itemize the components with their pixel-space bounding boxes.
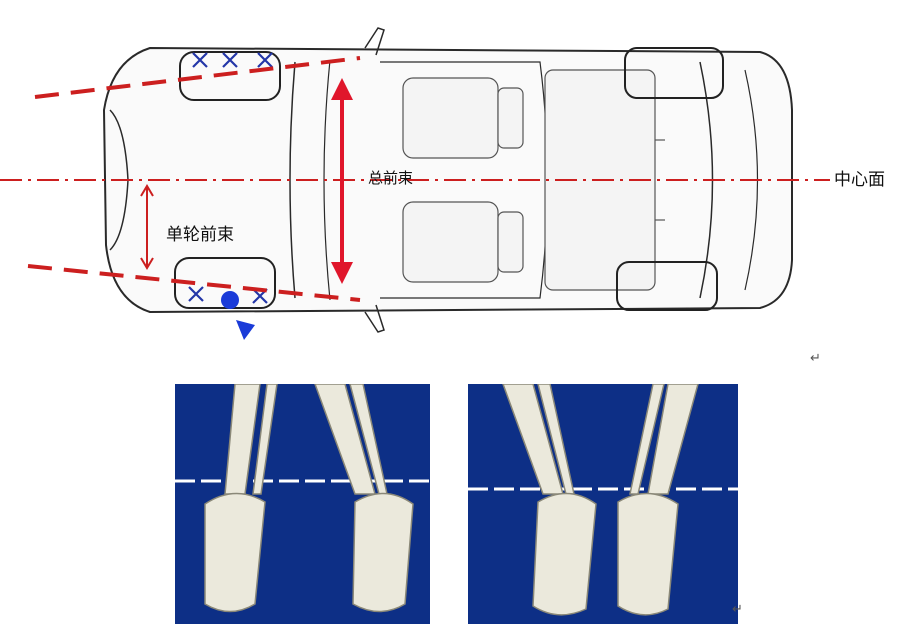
front-seat-left (402, 77, 524, 159)
rear-wheel-top (624, 47, 724, 99)
wheel-contact-point-icon (221, 291, 255, 340)
toe-out-feet-panel (175, 384, 430, 624)
front-seat-right (402, 201, 524, 283)
toe-lines (27, 56, 361, 302)
toe-in-feet-panel (468, 384, 738, 624)
rear-wheel-bottom (616, 261, 718, 311)
return-mark: ↵ (810, 351, 821, 366)
x-marks-top (192, 52, 273, 68)
single-toe-label: 单轮前束 (166, 225, 234, 245)
toe-in-feet-illustration (175, 384, 430, 613)
total-toe-arrow (331, 78, 353, 284)
front-wheel-top (179, 51, 281, 101)
toe-out-feet-illustration (468, 384, 738, 616)
single-toe-arrow (140, 184, 154, 270)
total-toe-label: 总前束 (368, 169, 414, 187)
center-plane-label: 中心面 (834, 170, 885, 190)
return-mark: ↵ (732, 602, 743, 617)
